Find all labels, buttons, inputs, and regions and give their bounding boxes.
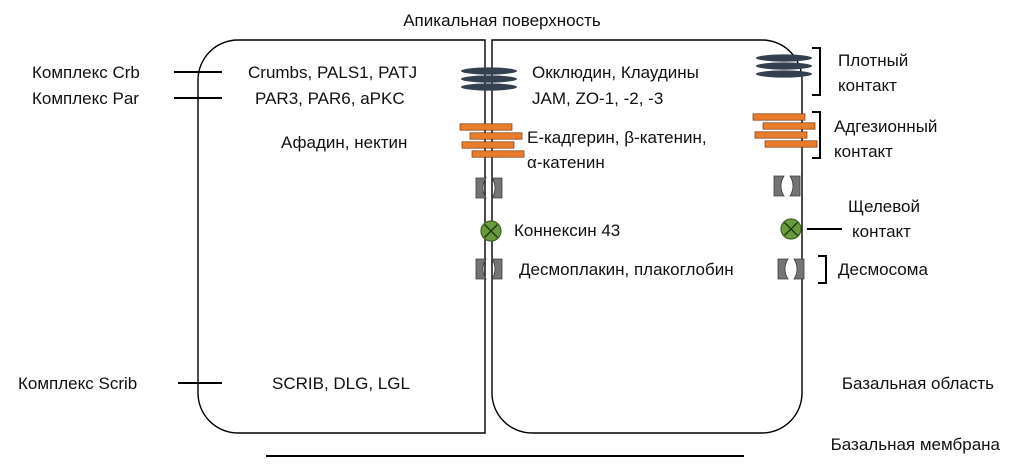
- tight-junction-strand: [461, 83, 517, 91]
- adherens-junction-bracket: [812, 111, 821, 159]
- gap-junction-label-line2: контакт: [852, 222, 911, 241]
- apical-surface-label: Апикальная поверхность: [403, 11, 601, 30]
- gap-junction-icon: [780, 218, 802, 240]
- desmosome-icon: [777, 258, 805, 280]
- adherens-junction-plate: [471, 150, 525, 158]
- desmosome-label: Десмосома: [838, 260, 928, 279]
- left-cell-outline: [197, 39, 486, 434]
- adherens-junction-plate: [752, 113, 806, 121]
- desmosome-plaque-left: [777, 258, 789, 280]
- par-complex-label: Комплекс Par: [32, 89, 139, 108]
- adherens-junction-label-line1: Адгезионный: [834, 117, 937, 136]
- desmosome-plaque-right: [491, 258, 503, 280]
- adherens-junction-plate: [459, 123, 513, 131]
- adherens-junction-plate: [754, 131, 808, 139]
- desmoplakin-label: Десмоплакин, плакоглобин: [519, 260, 734, 279]
- gap-junction-label-line1: Щелевой: [848, 197, 920, 216]
- gap-junction-cross: [784, 222, 798, 236]
- cadherin-proteins-line1: E-кадгерин, β-катенин,: [527, 128, 707, 147]
- gap-junction-icon: [480, 220, 502, 242]
- tight-junction-strand: [756, 54, 812, 62]
- connexin-label: Коннексин 43: [514, 221, 620, 240]
- tight-junction-strand: [756, 70, 812, 78]
- tight-proteins-line1: Окклюдин, Клаудины: [532, 63, 699, 82]
- desmosome-plaque-left: [475, 258, 487, 280]
- tight-junction-label-line2: контакт: [838, 76, 897, 95]
- tight-proteins-line2: JAM, ZO-1, -2, -3: [532, 89, 663, 108]
- scrib-proteins-label: SCRIB, DLG, LGL: [272, 374, 410, 393]
- desmosome-plaque-right: [491, 177, 503, 199]
- desmosome-plaque-left: [773, 175, 785, 197]
- tight-junction-strand: [461, 67, 517, 75]
- tight-junction-icon: [756, 54, 812, 78]
- adherens-junction-icon: [459, 123, 525, 158]
- tight-junction-strand: [756, 62, 812, 70]
- adherens-junction-label-line2: контакт: [834, 142, 893, 161]
- tight-junction-label-line1: Плотный: [838, 51, 908, 70]
- tight-junction-bracket: [812, 47, 821, 96]
- adherens-junction-plate: [764, 140, 818, 148]
- desmosome-plaque-right: [793, 258, 805, 280]
- desmosome-plaque-right: [789, 175, 801, 197]
- desmosome-icon: [773, 175, 801, 197]
- adherens-junction-plate: [762, 122, 816, 130]
- tight-junction-strand: [461, 75, 517, 83]
- par-proteins-label: PAR3, PAR6, aPKC: [255, 89, 405, 108]
- afadin-nectin-label: Афадин, нектин: [281, 133, 407, 152]
- desmosome-bracket: [818, 255, 827, 284]
- crb-proteins-label: Crumbs, PALS1, PATJ: [248, 63, 417, 82]
- gap-junction-cross: [484, 224, 498, 238]
- desmosome-icon: [475, 177, 503, 199]
- cadherin-proteins-line2: α-катенин: [527, 153, 605, 172]
- adherens-junction-plate: [469, 132, 523, 140]
- desmosome-icon: [475, 258, 503, 280]
- right-cell-outline: [491, 39, 803, 434]
- scrib-complex-label: Комплекс Scrib: [18, 374, 137, 393]
- adherens-junction-plate: [461, 141, 515, 149]
- crb-complex-label: Комплекс Crb: [32, 63, 140, 82]
- desmosome-plaque-left: [475, 177, 487, 199]
- tight-junction-icon: [461, 67, 517, 91]
- basal-membrane-label: Базальная мембрана: [831, 435, 1001, 454]
- adherens-junction-icon: [752, 113, 818, 148]
- basal-region-label: Базальная область: [842, 374, 994, 393]
